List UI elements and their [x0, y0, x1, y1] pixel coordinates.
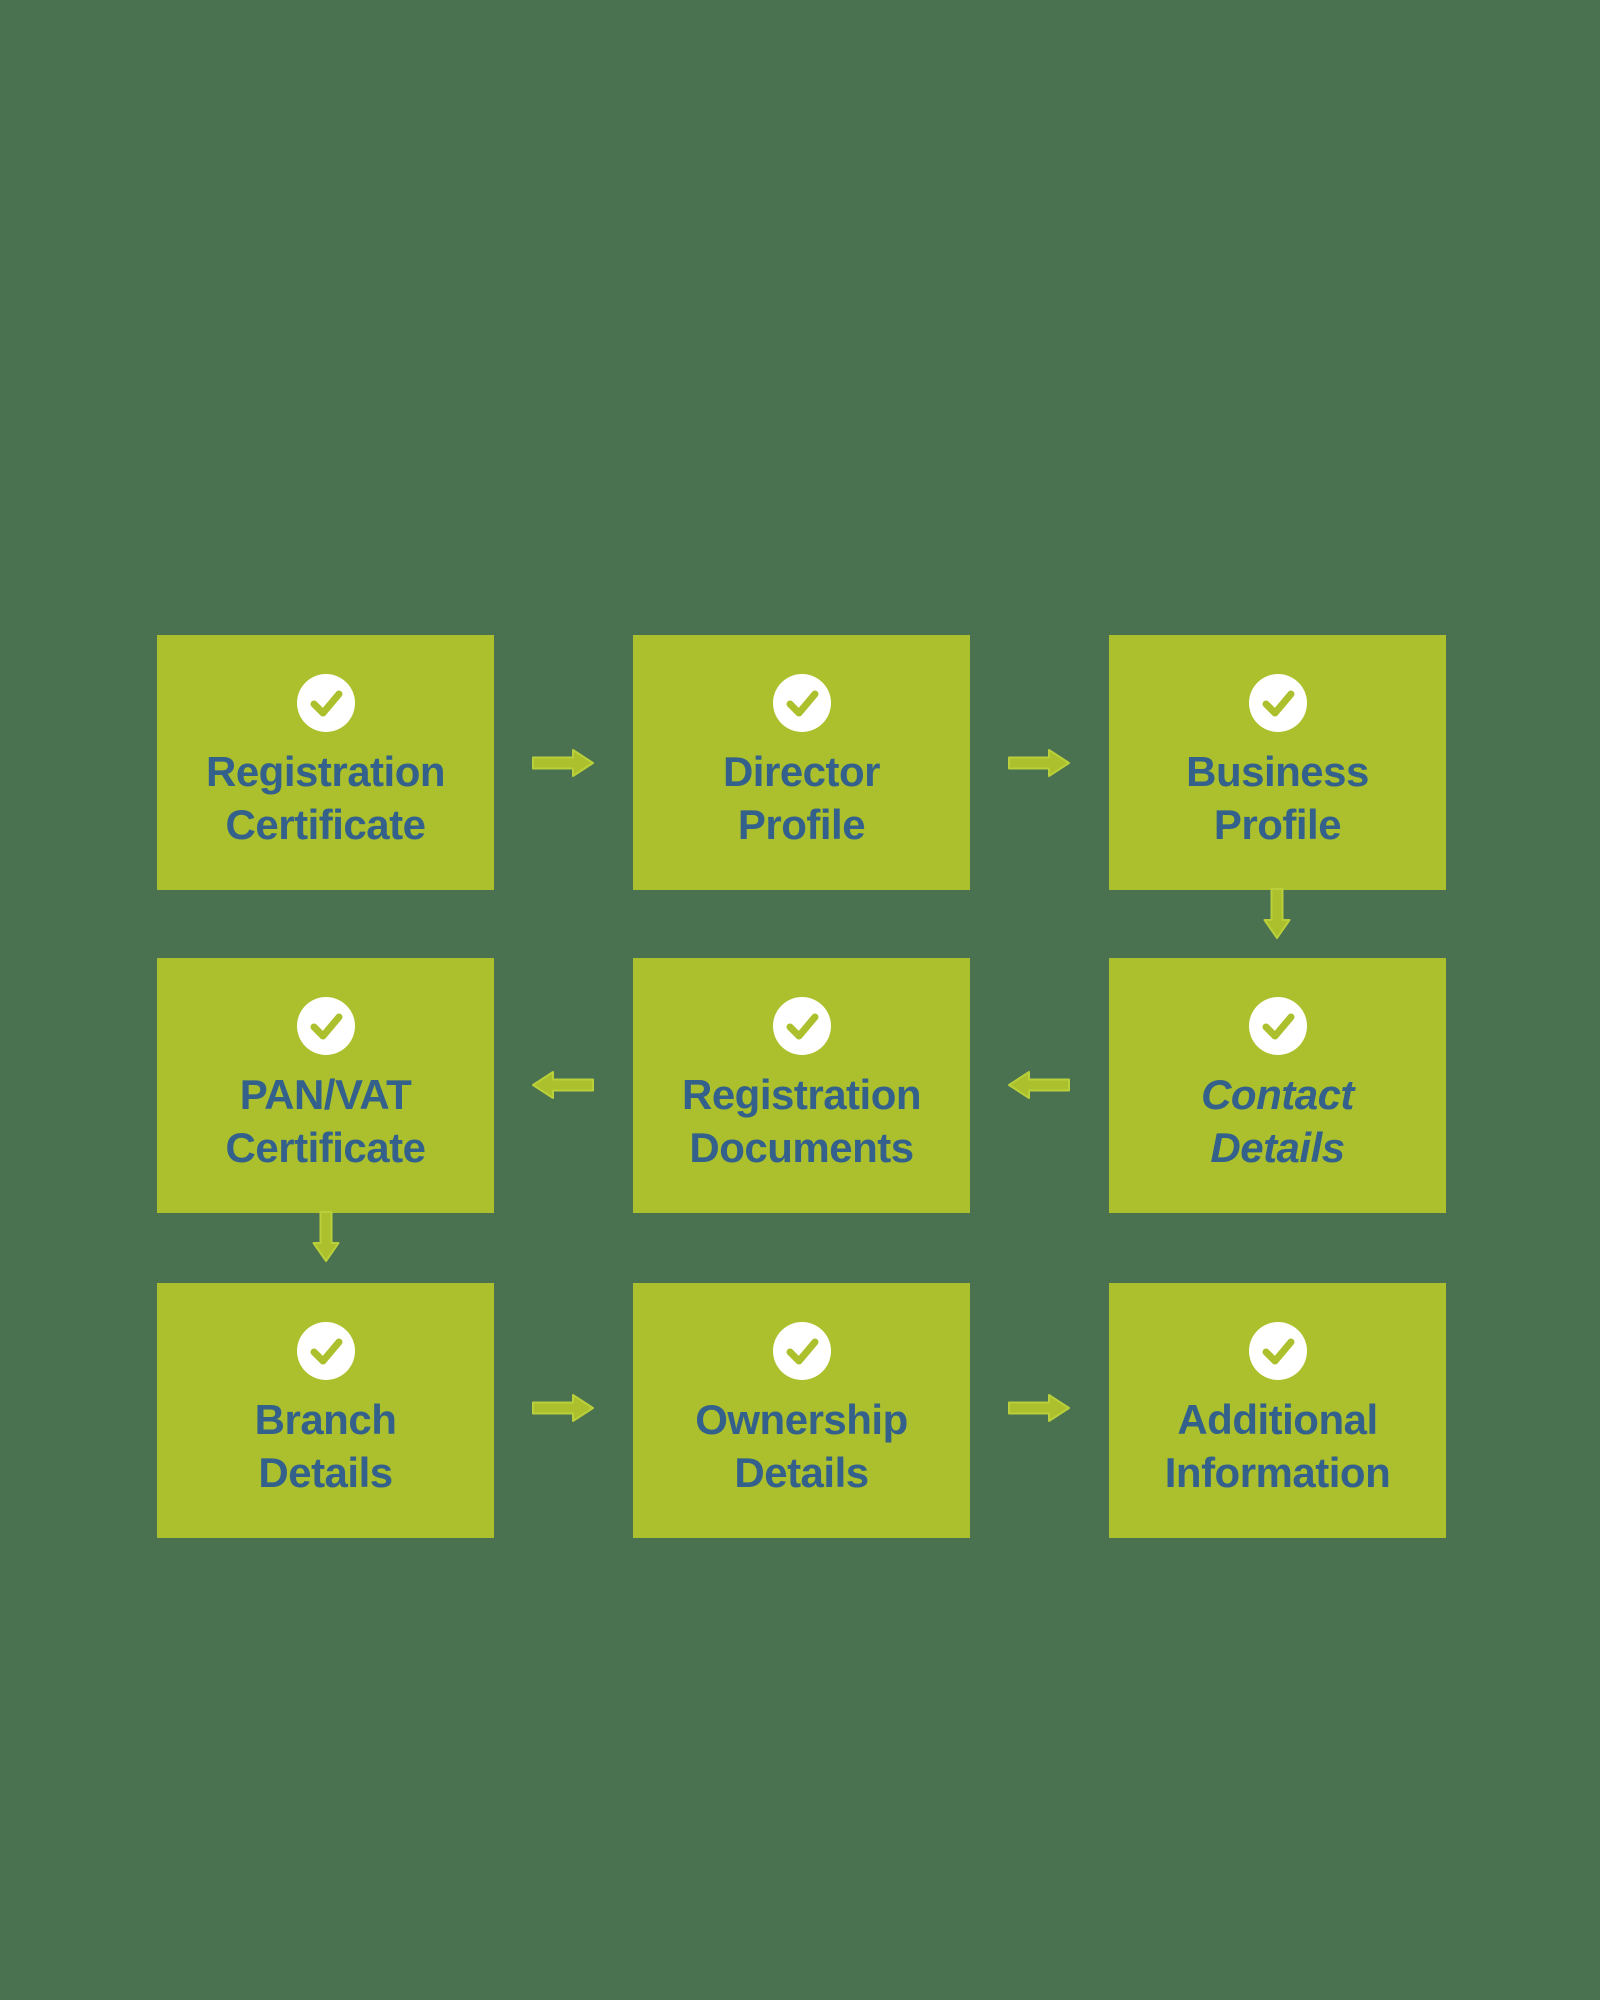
check-circle-icon — [772, 996, 831, 1055]
node-additional-information: Additional Information — [1109, 1283, 1446, 1538]
check-circle-icon — [1248, 996, 1307, 1055]
node-registration-documents: Registration Documents — [633, 958, 970, 1213]
check-circle-icon — [772, 673, 831, 732]
arrow-left-contact-to-registration-documents — [1008, 1071, 1070, 1099]
node-label: Additional Information — [1164, 1395, 1391, 1496]
node-label: Contact Details — [1201, 1070, 1354, 1171]
check-circle-icon — [296, 996, 355, 1055]
node-label: Ownership Details — [695, 1395, 908, 1496]
node-registration-certificate: Registration Certificate — [157, 635, 494, 890]
arrow-right-director-to-business — [1008, 749, 1070, 777]
arrow-down-business-to-contact — [1263, 888, 1291, 939]
node-label: Registration Documents — [681, 1070, 922, 1171]
node-branch-details: Branch Details — [157, 1283, 494, 1538]
node-ownership-details: Ownership Details — [633, 1283, 970, 1538]
check-circle-icon — [772, 1321, 831, 1380]
node-label: Branch Details — [254, 1395, 397, 1496]
node-contact-details: Contact Details — [1109, 958, 1446, 1213]
node-label: Registration Certificate — [205, 747, 446, 848]
node-pan-vat-certificate: PAN/VAT Certificate — [157, 958, 494, 1213]
node-director-profile: Director Profile — [633, 635, 970, 890]
arrow-right-branch-to-ownership — [532, 1394, 594, 1422]
check-circle-icon — [1248, 673, 1307, 732]
check-circle-icon — [296, 1321, 355, 1380]
arrow-left-registration-documents-to-pan-vat — [532, 1071, 594, 1099]
node-business-profile: Business Profile — [1109, 635, 1446, 890]
node-label: PAN/VAT Certificate — [225, 1070, 426, 1171]
node-label: Director Profile — [722, 747, 881, 848]
check-circle-icon — [296, 673, 355, 732]
arrow-down-pan-vat-to-branch — [312, 1211, 340, 1262]
arrow-right-ownership-to-additional — [1008, 1394, 1070, 1422]
arrow-right-registration-to-director — [532, 749, 594, 777]
check-circle-icon — [1248, 1321, 1307, 1380]
node-label: Business Profile — [1186, 747, 1369, 848]
